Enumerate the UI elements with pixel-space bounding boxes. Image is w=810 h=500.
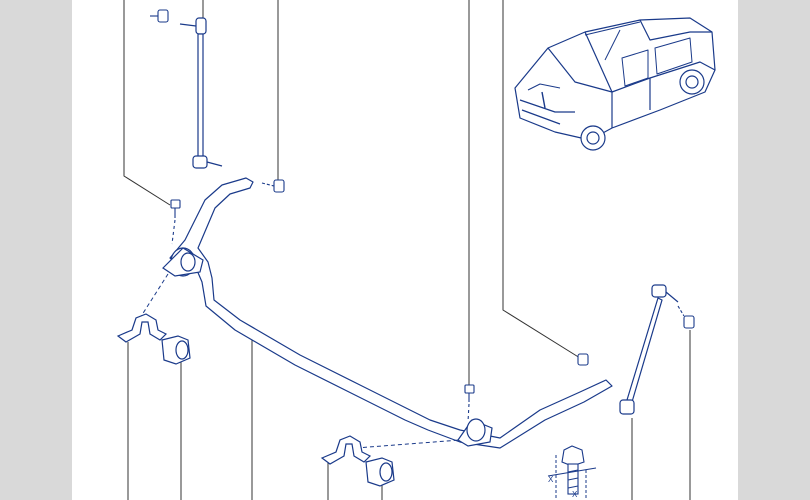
vehicle-illustration [514,17,716,151]
diagram-sheet: X X [72,0,738,500]
right-bushing-clamp [320,435,372,465]
dimension-marks [547,455,597,498]
leader-lines [123,0,691,500]
assembly-guides [139,273,461,449]
link-nut-top [150,9,169,23]
right-stabilizer-link [619,284,679,415]
link-nut-far-right [677,305,695,329]
stabilizer-bar [169,177,613,449]
bar-bushing-right [457,418,493,447]
leader-line-nut-right [502,0,581,359]
left-stabilizer-link [179,17,223,169]
bolt-detail-view: X X [547,445,597,499]
bar-bushing-left [162,247,204,277]
left-bushing-clamp [116,313,168,343]
leader-line-bolt-left [123,0,171,206]
fasteners [150,9,695,423]
exploded-parts-diagram: X X [116,0,716,500]
link-nut-mid [261,179,285,193]
dimension-label-x-bottom: X [572,490,578,499]
link-nut-right [577,353,589,366]
left-rubber-bushing [161,335,191,365]
right-rubber-bushing [365,457,395,487]
clamp-bolt-right [464,384,475,423]
dimension-label-x-top: X [548,475,554,484]
detail-bolt [561,445,585,495]
clamp-bolt-left [170,199,181,245]
